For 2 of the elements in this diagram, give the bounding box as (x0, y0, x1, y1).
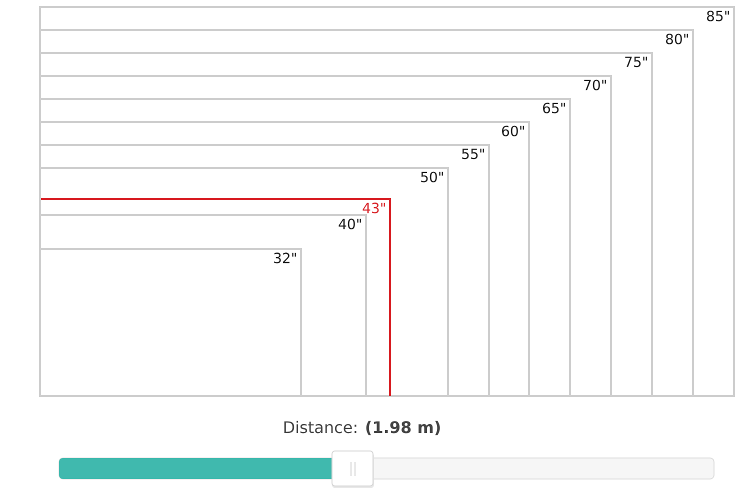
screen-size-box: 32" (39, 248, 302, 397)
distance-label: Distance: (1.98 m) (284, 420, 440, 436)
